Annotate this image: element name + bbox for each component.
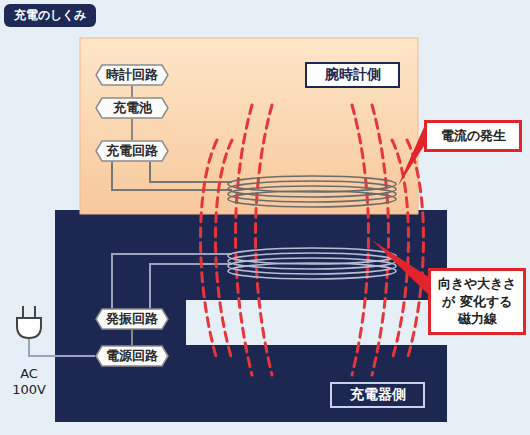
callout-text: 電流の発生 [432,127,514,145]
magnetic-field-line [201,140,218,360]
circuit-box: 充電回路 [95,140,169,162]
upper-coil [228,176,396,207]
wire [112,162,232,190]
hexagon-shape [96,98,168,118]
lower-coil [228,248,396,279]
watch-side-panel: 腕時計側 時計回路充電池充電回路 [80,38,418,214]
callout-box: 電流の発生 [424,120,522,152]
circuit-box: 電源回路 [95,345,169,367]
charger-side-panel: 充電器側 発振回路電源回路 [55,210,447,422]
voltage-label: AC 100V [6,366,52,397]
hexagon-shape [96,309,168,329]
hexagon-shape [96,346,168,366]
circuit-box: 発振回路 [95,308,169,330]
box-text: 充電池 [95,97,169,119]
circuit-box: 時計回路 [95,64,169,86]
watch-body [80,38,418,214]
box-text: 時計回路 [95,64,169,86]
battery-box: 充電池 [95,97,169,119]
magnetic-field-line [236,105,253,375]
magnetic-field-line [352,105,369,375]
callout-pointer [372,240,430,296]
connector [131,330,133,345]
magnetic-field-line [372,105,389,375]
box-text: 電源回路 [95,345,169,367]
connector [131,119,133,140]
panel-label: 充電器側 [330,382,425,408]
box-text: 発振回路 [95,308,169,330]
magnetic-field-line [407,140,424,360]
plug-symbol [17,306,41,338]
wire [29,254,232,356]
hexagon-shape [96,65,168,85]
magnetic-field-line [216,140,233,360]
magnetic-field-line [201,105,424,375]
connector [131,86,133,97]
callout-text: 向きや大きさが 変化する磁力線 [436,275,518,328]
diagram-title: 充電のしくみ [4,4,96,27]
hexagon-shape [96,141,168,161]
callout-pointer [398,127,424,186]
box-text: 充電回路 [95,140,169,162]
panel-label: 腕時計側 [305,62,400,88]
magnetic-field-line [256,105,273,375]
callout-box: 向きや大きさが 変化する磁力線 [428,268,526,335]
